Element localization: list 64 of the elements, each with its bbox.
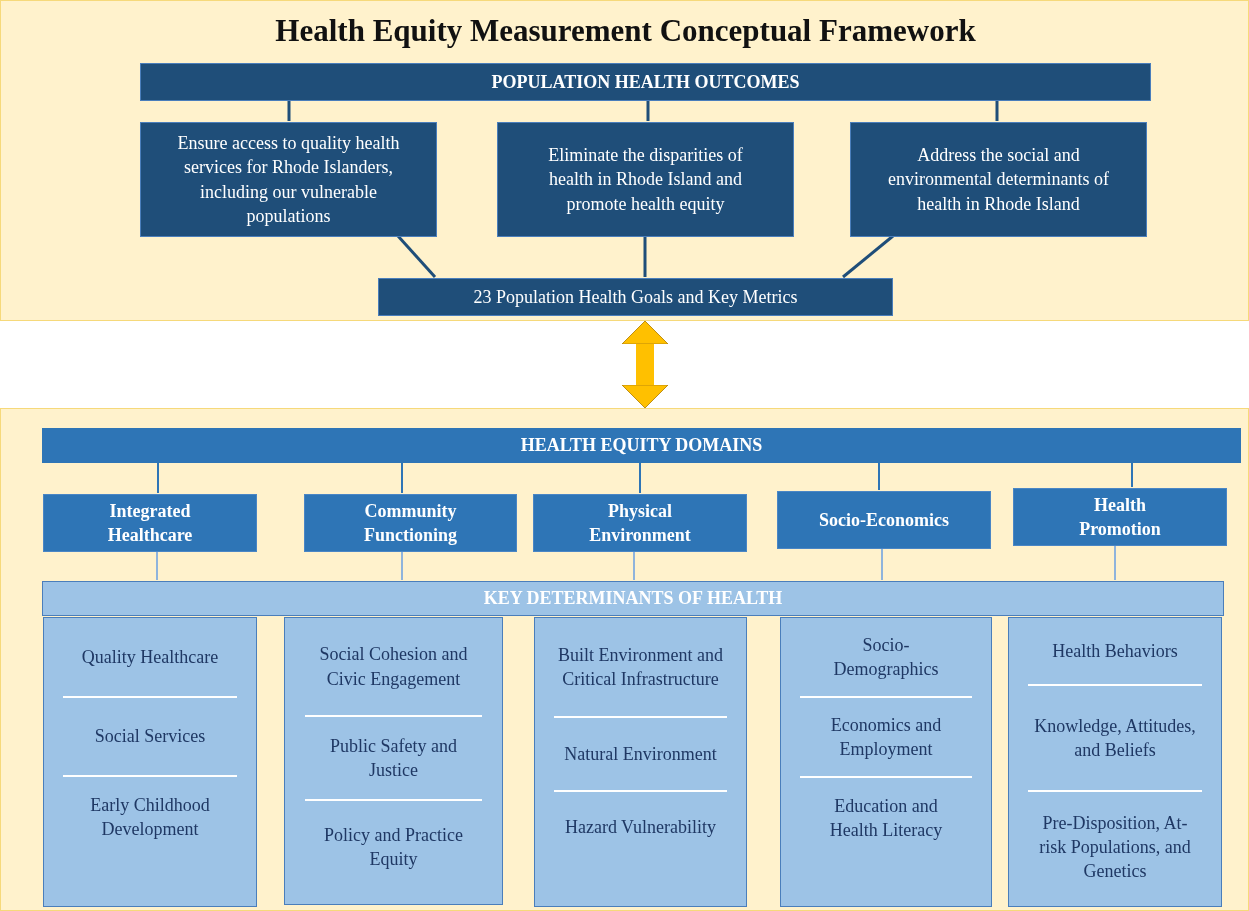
connector-line <box>639 461 641 494</box>
goal-text: Address the social and environmental determinants of health in Rhode Island <box>887 144 1110 216</box>
determinants-column <box>43 617 257 907</box>
connector-line <box>643 236 647 277</box>
determinant-text: Early Childhood Development <box>89 793 211 841</box>
connector-line <box>633 550 635 581</box>
connector-line <box>995 100 999 121</box>
domain-box <box>43 494 257 552</box>
domain-box <box>1013 488 1227 546</box>
connector-line <box>1131 461 1133 488</box>
determinant-text: Policy and Practice Equity <box>323 823 464 871</box>
panel-background <box>0 408 1249 911</box>
connector-line <box>401 461 403 494</box>
domain-text: Physical Environment <box>588 499 692 547</box>
goal-text: Eliminate the disparities of health in Rhode Island and promote health equity <box>547 144 744 216</box>
connector-line <box>396 235 437 278</box>
determinant-text: Built Environment and Critical Infrastructure <box>557 643 724 691</box>
determinant-text: Quality Healthcare <box>81 645 219 669</box>
domain-box <box>304 494 517 552</box>
connector-line <box>646 100 650 121</box>
header-text: KEY DETERMINANTS OF HEALTH <box>483 587 783 611</box>
connector-line <box>401 550 403 581</box>
domain-box <box>777 491 991 549</box>
outcomes-header <box>140 63 1151 101</box>
domain-text: Health Promotion <box>1078 493 1162 541</box>
metrics-text: 23 Population Health Goals and Key Metrics <box>473 285 798 309</box>
domain-text: Community Functioning <box>363 499 458 547</box>
connector-line <box>287 100 291 121</box>
determinant-text: Social Cohesion and Civic Engagement <box>318 643 469 691</box>
panel-background <box>0 0 1249 321</box>
goal-box <box>140 122 437 237</box>
metrics-box <box>378 278 893 316</box>
goal-box <box>497 122 794 237</box>
domain-text: Socio-Economics <box>819 508 949 532</box>
determinant-text: Public Safety and Justice <box>329 734 458 782</box>
title: Health Equity Measurement Conceptual Framework <box>274 13 977 49</box>
connector-line <box>156 550 158 581</box>
domain-box <box>533 494 747 552</box>
determinants-column <box>534 617 747 907</box>
goal-text: Ensure access to quality health services for Rhode Islanders, including our vulnerable populations <box>176 131 401 228</box>
determinants-column <box>284 617 503 905</box>
determinant-text: Socio-Demographics <box>832 633 940 681</box>
determinants-column <box>780 617 992 907</box>
header-text: POPULATION HEALTH OUTCOMES <box>491 70 800 94</box>
connector-line <box>157 461 159 494</box>
determinant-text: Knowledge, Attitudes, and Beliefs <box>1033 714 1197 762</box>
determinant-text: Economics and Employment <box>829 713 943 761</box>
domains-header <box>42 428 1241 463</box>
double-arrow <box>621 320 669 409</box>
determinant-text: Social Services <box>94 725 206 749</box>
determinant-text: Natural Environment <box>564 742 717 766</box>
determinant-text: Pre-Disposition, At-risk Populations, and Genetics <box>1038 811 1192 884</box>
goal-box <box>850 122 1147 237</box>
connector-line <box>1114 544 1116 581</box>
header-text: HEALTH EQUITY DOMAINS <box>520 434 763 458</box>
domain-text: Integrated Healthcare <box>106 499 194 547</box>
connector-line <box>878 461 880 491</box>
connector-line <box>881 547 883 581</box>
determinant-text: Hazard Vulnerability <box>565 815 716 839</box>
determinant-text: Education and Health Literacy <box>828 794 944 842</box>
determinants-column <box>1008 617 1222 907</box>
connector-line <box>842 234 894 279</box>
determinants-header <box>42 581 1224 616</box>
determinant-text: Health Behaviors <box>1052 639 1178 663</box>
